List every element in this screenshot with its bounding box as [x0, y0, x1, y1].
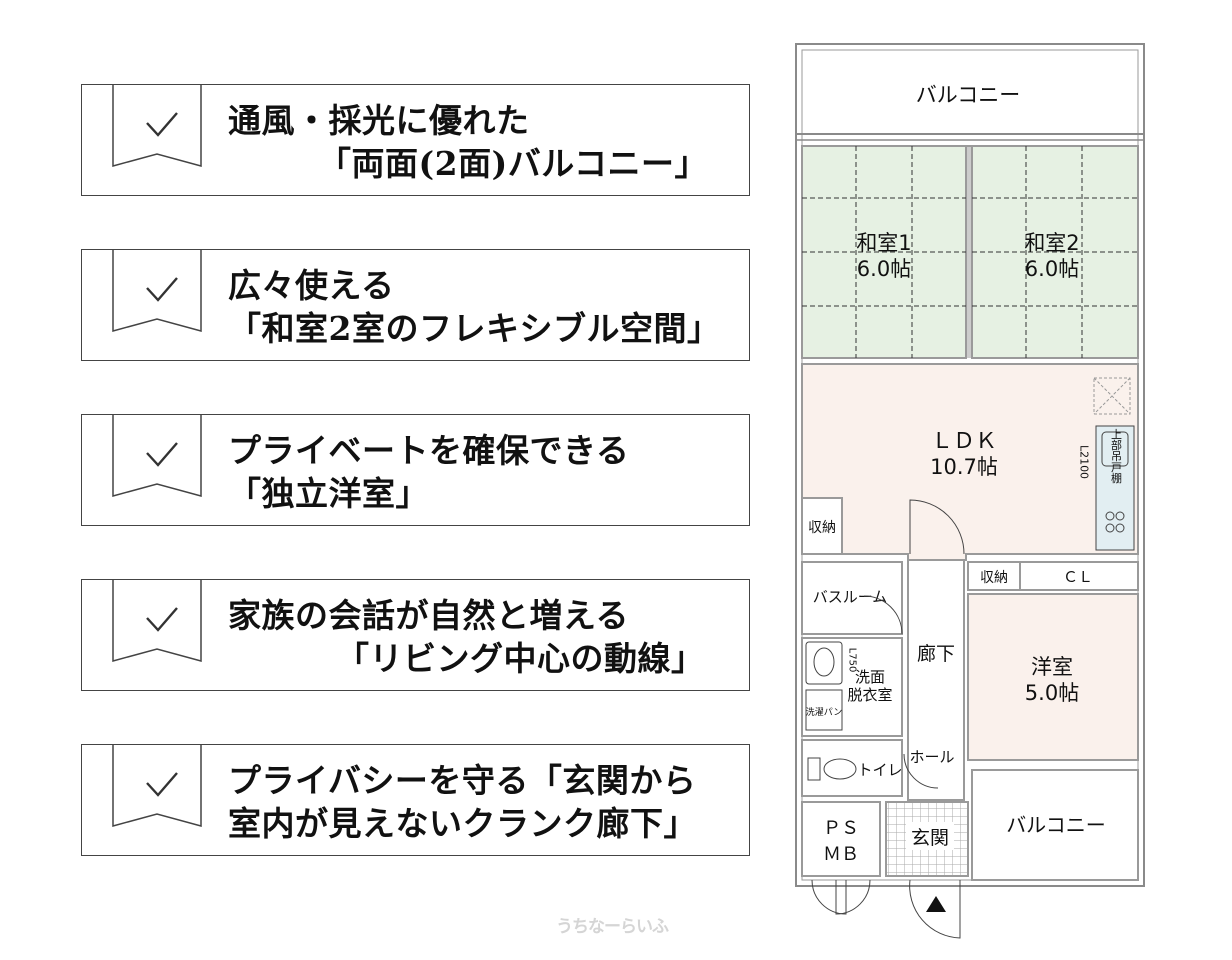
washer-label: 洗濯パン — [806, 706, 842, 718]
balcony-top-label: バルコニー — [916, 83, 1021, 107]
feature-text: プライベートを確保できる「独立洋室」 — [228, 431, 630, 513]
toilet: トイレ — [801, 739, 903, 797]
vanity-label: L750 — [847, 648, 858, 673]
feature-card: プライバシーを守る「玄関から室内が見えないクランク廊下」 — [81, 744, 750, 856]
bookmark-tab-icon — [112, 745, 202, 827]
storage-ldk: 収納 — [801, 497, 843, 555]
washroom-line2: 脱衣室 — [847, 686, 892, 704]
feature-card: 家族の会話が自然と増える「リビング中心の動線」 — [81, 579, 750, 691]
youshitsu-name: 洋室 — [1031, 655, 1073, 679]
ldk-room: ＬＤＫ 10.7帖 上部吊戸棚 L2100 — [801, 363, 1139, 561]
hall-label: ホール — [909, 748, 954, 766]
ldk-name: ＬＤＫ — [931, 429, 997, 454]
bookmark-tab-icon — [112, 85, 202, 167]
feature-card: 広々使える「和室2室のフレキシブル空間」 — [81, 249, 750, 361]
washroom: L750 洗濯パン 洗面 脱衣室 — [801, 637, 903, 737]
washitsu-2-size: 6.0帖 — [1025, 257, 1079, 281]
check-icon — [146, 442, 178, 467]
balcony-bottom-label: バルコニー — [1006, 813, 1106, 837]
check-icon — [146, 772, 178, 797]
bookmark-tab-icon — [112, 580, 202, 662]
feature-text: 家族の会話が自然と増える「リビング中心の動線」 — [228, 596, 705, 678]
youshitsu-size: 5.0帖 — [1025, 681, 1079, 705]
bookmark-tab-icon — [112, 250, 202, 332]
kitchen-cabinet-label: 上部吊戸棚 — [1110, 428, 1123, 484]
feature-text: 通風・採光に優れた「両面(2面)バルコニー」 — [228, 101, 709, 183]
ldk-size: 10.7帖 — [930, 455, 998, 479]
check-icon — [146, 112, 178, 137]
bathroom: バスルーム — [801, 561, 903, 635]
washitsu-2-name: 和室2 — [1024, 231, 1079, 255]
storage-ldk-label: 収納 — [808, 520, 836, 536]
kitchen-length-label: L2100 — [1078, 445, 1091, 479]
washitsu-2: 和室2 6.0帖 — [971, 145, 1139, 359]
corridor: 廊下 ホール — [907, 559, 965, 801]
feature-text: プライバシーを守る「玄関から室内が見えないクランク廊下」 — [228, 761, 697, 843]
washroom-line1: 洗面 — [855, 668, 885, 686]
balcony-top: バルコニー — [796, 83, 1144, 141]
storage-hall: 収納 — [967, 561, 1021, 591]
watermark: うちなーらいふ — [556, 917, 669, 937]
bookmark-tab-icon — [112, 415, 202, 497]
entrance: 玄関 — [885, 801, 969, 939]
washitsu-1-name: 和室1 — [856, 231, 911, 255]
washitsu-1-size: 6.0帖 — [857, 257, 911, 281]
bathroom-label: バスルーム — [813, 588, 888, 606]
ps-mb: ＰＳ ＭＢ — [801, 801, 881, 915]
entrance-arrow-icon — [926, 896, 946, 912]
check-icon — [146, 277, 178, 302]
closet: ＣＬ — [1019, 561, 1139, 591]
balcony-bottom: バルコニー — [971, 769, 1139, 881]
toilet-label: トイレ — [857, 761, 902, 779]
feature-card: 通風・採光に優れた「両面(2面)バルコニー」 — [81, 84, 750, 196]
ps-label: ＰＳ — [823, 818, 859, 839]
feature-text: 広々使える「和室2室のフレキシブル空間」 — [228, 266, 721, 348]
entrance-label: 玄関 — [911, 827, 949, 849]
corridor-label: 廊下 — [917, 643, 955, 665]
youshitsu: 洋室 5.0帖 — [967, 593, 1139, 761]
feature-card: プライベートを確保できる「独立洋室」 — [81, 414, 750, 526]
check-icon — [146, 607, 178, 632]
closet-label: ＣＬ — [1063, 568, 1093, 586]
storage-hall-label: 収納 — [980, 570, 1008, 586]
mb-label: ＭＢ — [823, 844, 859, 865]
washitsu-1: 和室1 6.0帖 — [801, 145, 967, 359]
